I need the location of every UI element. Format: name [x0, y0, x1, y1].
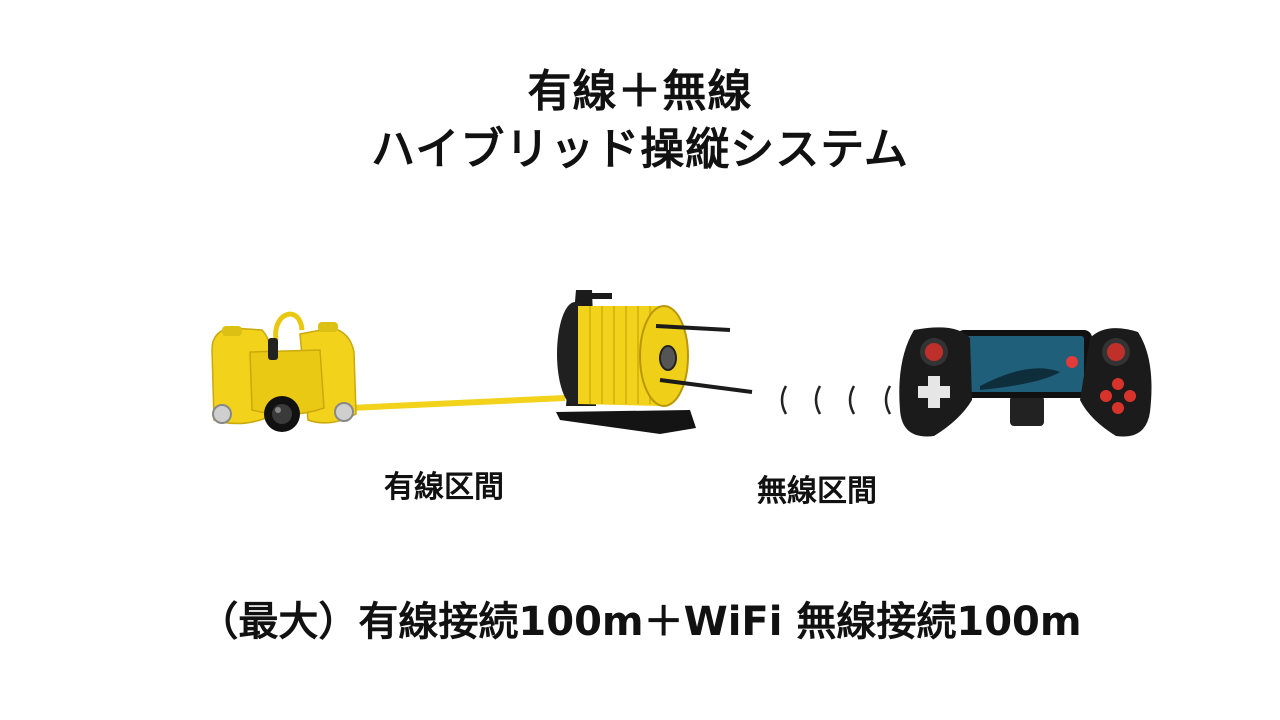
title-line-2: ハイブリッド操縦システム — [371, 124, 909, 175]
wireless-signal-icon — [780, 385, 892, 415]
underwater-drone-icon — [211, 311, 357, 432]
tether-cable — [349, 395, 566, 411]
wireless-section-label: 無線区間 — [757, 474, 877, 509]
wired-section-label: 有線区間 — [384, 470, 504, 505]
max-range-caption: （最大）有線接続100m＋WiFi 無線接続100m — [198, 599, 1082, 645]
gamepad-controller-icon — [899, 327, 1152, 437]
tether-reel-icon — [556, 290, 753, 434]
title-line-1: 有線＋無線 — [527, 66, 753, 117]
